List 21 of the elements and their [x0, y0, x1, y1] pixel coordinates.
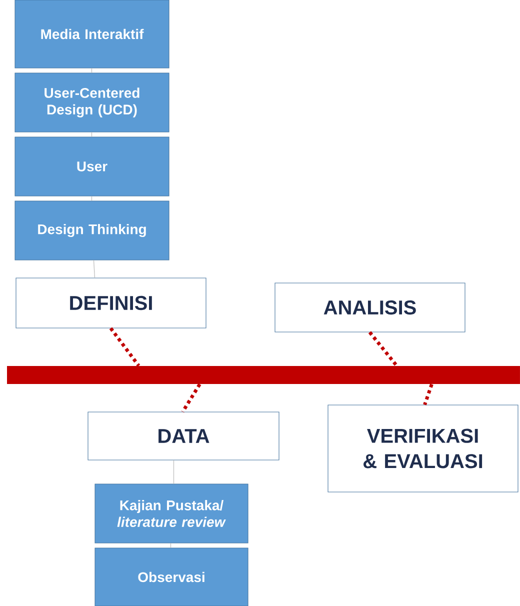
- dotted-connector: [368, 331, 398, 367]
- dotted-connector: [109, 327, 140, 367]
- connector-line: [91, 68, 92, 74]
- connector-line: [170, 542, 172, 548]
- dotted-connector: [181, 383, 202, 413]
- topic-box: User-Centered Design (UCD): [14, 72, 170, 132]
- topic-box: Observasi: [94, 548, 248, 606]
- connector-line: [93, 260, 96, 278]
- topic-box: User: [14, 136, 170, 196]
- dotted-connector: [423, 384, 434, 406]
- stage-box: VERIFIKASI & EVALUASI: [328, 404, 518, 492]
- topic-box: Kajian Pustaka/ literature review: [94, 484, 248, 544]
- stage-box: DATA: [88, 412, 280, 460]
- connector-line: [91, 196, 92, 202]
- timeline-bar: [7, 366, 520, 384]
- connector-line: [173, 460, 174, 484]
- topic-box: Design Thinking: [14, 200, 170, 260]
- connector-line: [91, 132, 92, 138]
- topic-box: Media Interaktif: [14, 0, 170, 68]
- stage-box: ANALISIS: [274, 282, 466, 332]
- stage-box: DEFINISI: [16, 278, 206, 328]
